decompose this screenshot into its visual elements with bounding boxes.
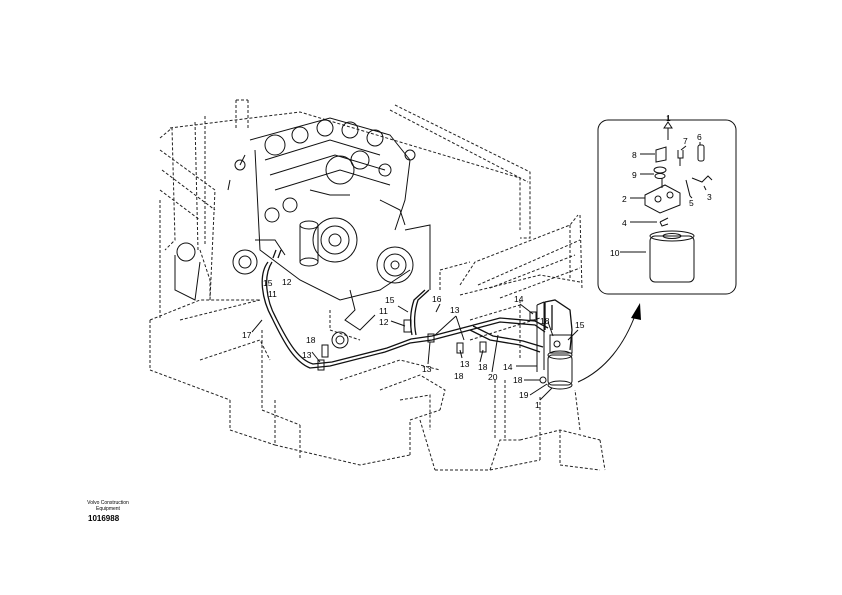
- callout-label: 5: [689, 198, 694, 208]
- callout-label: 11: [379, 306, 388, 316]
- callout-label: 13: [302, 350, 312, 360]
- callout-label: 15: [385, 295, 395, 305]
- callout-label: 8: [632, 150, 637, 160]
- callout-label: 18: [540, 316, 550, 326]
- fuel-filter: [536, 301, 573, 390]
- engine-assembly: [174, 117, 431, 349]
- callout-label: 6: [697, 132, 702, 142]
- main-leaders: [251, 303, 579, 401]
- callout-label: 18: [306, 335, 316, 345]
- callout-label: 16: [432, 294, 442, 304]
- callout-label: 9: [632, 170, 637, 180]
- fuel-hoses: [261, 249, 573, 369]
- detail-arrow: [577, 303, 641, 383]
- machine-frame: [149, 99, 606, 471]
- callout-label: 3: [707, 192, 712, 202]
- callout-label: 18: [513, 375, 523, 385]
- callout-label: 1: [535, 400, 540, 410]
- callout-label: 20: [488, 372, 498, 382]
- callout-label: 14: [514, 294, 524, 304]
- detail-callouts: 1 7 6 8 9 2 3 5 4 10: [610, 113, 712, 258]
- drawing-number: 1016988: [88, 514, 120, 523]
- brand-caption: Volvo Construction Equipment: [78, 500, 138, 512]
- callout-label: 13: [460, 359, 470, 369]
- callout-label: 4: [622, 218, 627, 228]
- detail-inset: [597, 116, 737, 295]
- callout-label: 18: [478, 362, 488, 372]
- callout-label: 15: [575, 320, 585, 330]
- callout-label: 15: [263, 278, 273, 288]
- main-callouts: 15 11 12 17 13 18 15 11 12 16 13 13 13 1…: [242, 277, 585, 410]
- brand-line-2: Equipment: [96, 506, 120, 512]
- callout-label: 7: [683, 136, 688, 146]
- callout-label: 18: [454, 371, 464, 381]
- callout-label: 11: [268, 289, 277, 299]
- callout-label: 1: [666, 113, 671, 123]
- brand-line-1: Volvo Construction: [87, 500, 129, 506]
- callout-label: 10: [610, 248, 620, 258]
- callout-label: 12: [282, 277, 292, 287]
- callout-label: 13: [450, 305, 460, 315]
- callout-label: 14: [503, 362, 513, 372]
- callout-label: 12: [379, 317, 389, 327]
- callout-label: 13: [422, 364, 432, 374]
- callout-label: 19: [519, 390, 529, 400]
- callout-label: 2: [622, 194, 627, 204]
- callout-label: 17: [242, 330, 252, 340]
